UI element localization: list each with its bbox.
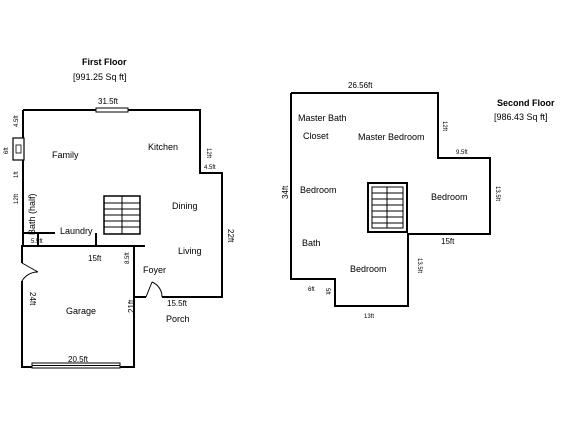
dim-second-top: 26.56ft (348, 81, 373, 90)
fireplace-bumpout (12, 137, 25, 161)
first-floor-plan: First Floor [991.25 Sq ft] (4, 57, 235, 369)
first-floor-area: [991.25 Sq ft] (73, 72, 127, 82)
dim-first-right-22: 22ft (226, 229, 235, 243)
first-floor-staircase (103, 195, 141, 235)
dim-second-lower-13-5: 13.5ft (416, 258, 422, 273)
room-label-porch: Porch (166, 314, 190, 324)
dim-garage-bottom: 20.5ft (68, 355, 89, 364)
dim-second-left-34: 34ft (281, 185, 290, 199)
second-floor-area: [986.43 Sq ft] (494, 112, 548, 122)
dim-second-step-9-5: 9.5ft (456, 150, 468, 156)
dim-second-bottom-6: 6ft (308, 287, 315, 293)
first-floor-outer-wall (21, 109, 223, 368)
dim-garage-21: 21ft (127, 299, 136, 313)
dim-first-top: 31.5ft (98, 97, 119, 106)
dim-kitchen-12: 12ft (205, 148, 211, 158)
room-label-bedroom-bottom: Bedroom (350, 264, 387, 274)
dim-second-bottom-5: 5ft (324, 288, 330, 295)
second-floor-plan: Second Floor [986.43 Sq ft] Master Bath … (281, 81, 555, 320)
dim-second-right-13-5: 13.5ft (494, 186, 500, 201)
dim-laundry-5-5: 5.5ft (31, 239, 43, 245)
dim-first-left-1: 1ft (14, 171, 20, 178)
room-label-master-bath: Master Bath (298, 113, 347, 123)
room-label-dining: Dining (172, 201, 198, 211)
dim-porch-15-5: 15.5ft (167, 299, 188, 308)
room-label-closet: Closet (303, 131, 329, 141)
room-label-living: Living (178, 246, 202, 256)
top-window (95, 107, 129, 113)
room-label-bedroom-left: Bedroom (300, 185, 337, 195)
room-label-garage: Garage (66, 306, 96, 316)
fireplace-insert (15, 144, 22, 154)
room-label-kitchen: Kitchen (148, 142, 178, 152)
dim-foyer-8-5: 8.5ft (125, 252, 131, 264)
dim-first-mid-15: 15ft (88, 254, 102, 263)
room-label-master-bedroom: Master Bedroom (358, 132, 425, 142)
room-label-bath-half: Bath (half) (27, 193, 37, 235)
room-label-laundry: Laundry (60, 226, 93, 236)
room-label-bedroom-right: Bedroom (431, 192, 468, 202)
dim-first-left-4-5: 4.5ft (14, 115, 20, 127)
dim-first-left-6: 6ft (4, 147, 10, 154)
room-label-foyer: Foyer (143, 265, 166, 275)
second-floor-staircase (367, 182, 408, 233)
second-floor-outer-wall (290, 92, 491, 307)
room-label-bath: Bath (302, 238, 321, 248)
garage-side-door (19, 262, 39, 282)
room-label-family: Family (52, 150, 79, 160)
dim-first-left-12: 12ft (14, 194, 20, 204)
first-floor-title: First Floor (82, 57, 127, 67)
front-door (145, 281, 163, 300)
dim-second-right-12: 12ft (441, 121, 447, 131)
dim-second-bottom-13: 13ft (364, 314, 374, 320)
dim-second-mid-15: 15ft (441, 237, 455, 246)
dim-garage-24: 24ft (28, 292, 37, 306)
second-floor-title: Second Floor (497, 98, 555, 108)
dim-kitchen-4-5: 4.5ft (204, 165, 216, 171)
